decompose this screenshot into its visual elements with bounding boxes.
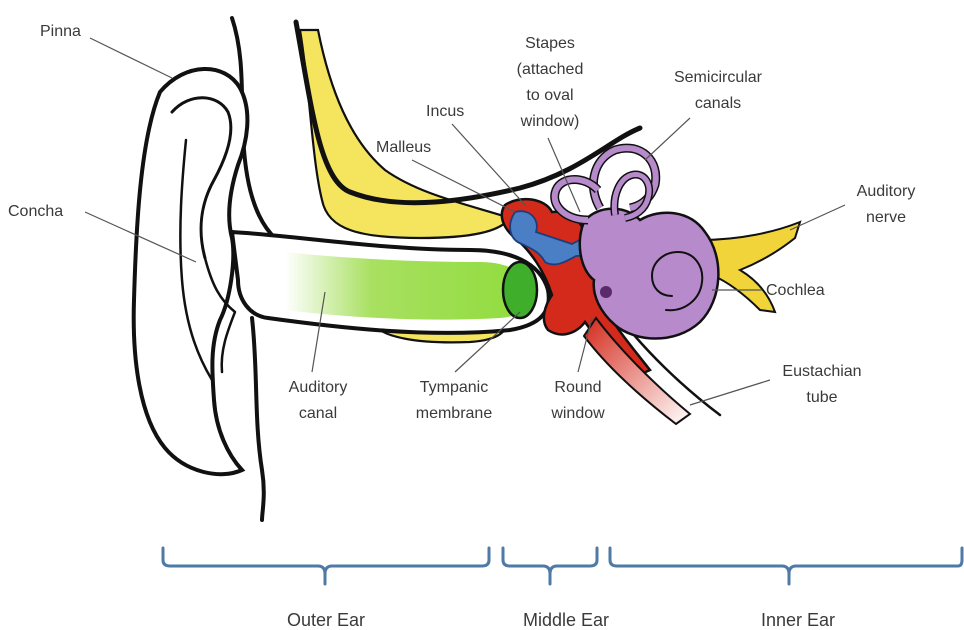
label-tympanic-line-2: membrane — [416, 405, 493, 422]
label-eustachian: Eustachian tube — [782, 363, 861, 406]
label-cochlea: Cochlea — [766, 282, 825, 299]
label-eustachian-line-1: Eustachian — [782, 363, 861, 380]
label-semicircular-line-2: canals — [695, 95, 741, 112]
label-semicircular: Semicircular canals — [674, 69, 763, 112]
label-stapes-line-3: to oval — [526, 87, 573, 104]
label-canal-line-1: Auditory — [289, 379, 348, 396]
leader-eustachian — [690, 380, 770, 405]
tympanic-membrane-shape — [503, 262, 537, 318]
label-tympanic-line-1: Tympanic — [420, 379, 488, 396]
leader-pinna — [90, 38, 172, 78]
label-incus: Incus — [426, 103, 464, 120]
label-eustachian-line-2: tube — [806, 389, 837, 406]
bracket-middle-ear — [503, 548, 597, 584]
section-middle-ear: Middle Ear — [523, 610, 609, 630]
jaw-outline — [252, 318, 264, 520]
leader-nerve — [790, 205, 845, 230]
label-nerve-line-1: Auditory — [857, 183, 916, 200]
temporal-bone-upper — [300, 30, 510, 238]
bracket-outer-ear — [163, 548, 489, 584]
label-pinna: Pinna — [40, 23, 81, 40]
label-stapes-line-4: window) — [520, 113, 580, 130]
section-inner-ear: Inner Ear — [761, 610, 835, 630]
section-outer-ear: Outer Ear — [287, 610, 365, 630]
label-stapes: Stapes (attached to oval window) — [517, 35, 584, 130]
label-malleus: Malleus — [376, 139, 431, 156]
label-semicircular-line-1: Semicircular — [674, 69, 763, 86]
label-round-line-2: window — [550, 405, 605, 422]
label-stapes-line-2: (attached — [517, 61, 584, 78]
label-auditory-nerve: Auditory nerve — [857, 183, 916, 226]
label-round-line-1: Round — [554, 379, 601, 396]
label-stapes-line-1: Stapes — [525, 35, 575, 52]
label-canal-line-2: canal — [299, 405, 337, 422]
label-auditory-canal: Auditory canal — [289, 379, 348, 422]
bracket-inner-ear — [610, 548, 962, 584]
label-concha: Concha — [8, 203, 63, 220]
label-nerve-line-2: nerve — [866, 209, 906, 226]
oval-window-dot — [600, 286, 612, 298]
label-tympanic: Tympanic membrane — [416, 379, 493, 422]
label-round-window: Round window — [550, 379, 605, 422]
leader-semicircular — [645, 118, 690, 160]
